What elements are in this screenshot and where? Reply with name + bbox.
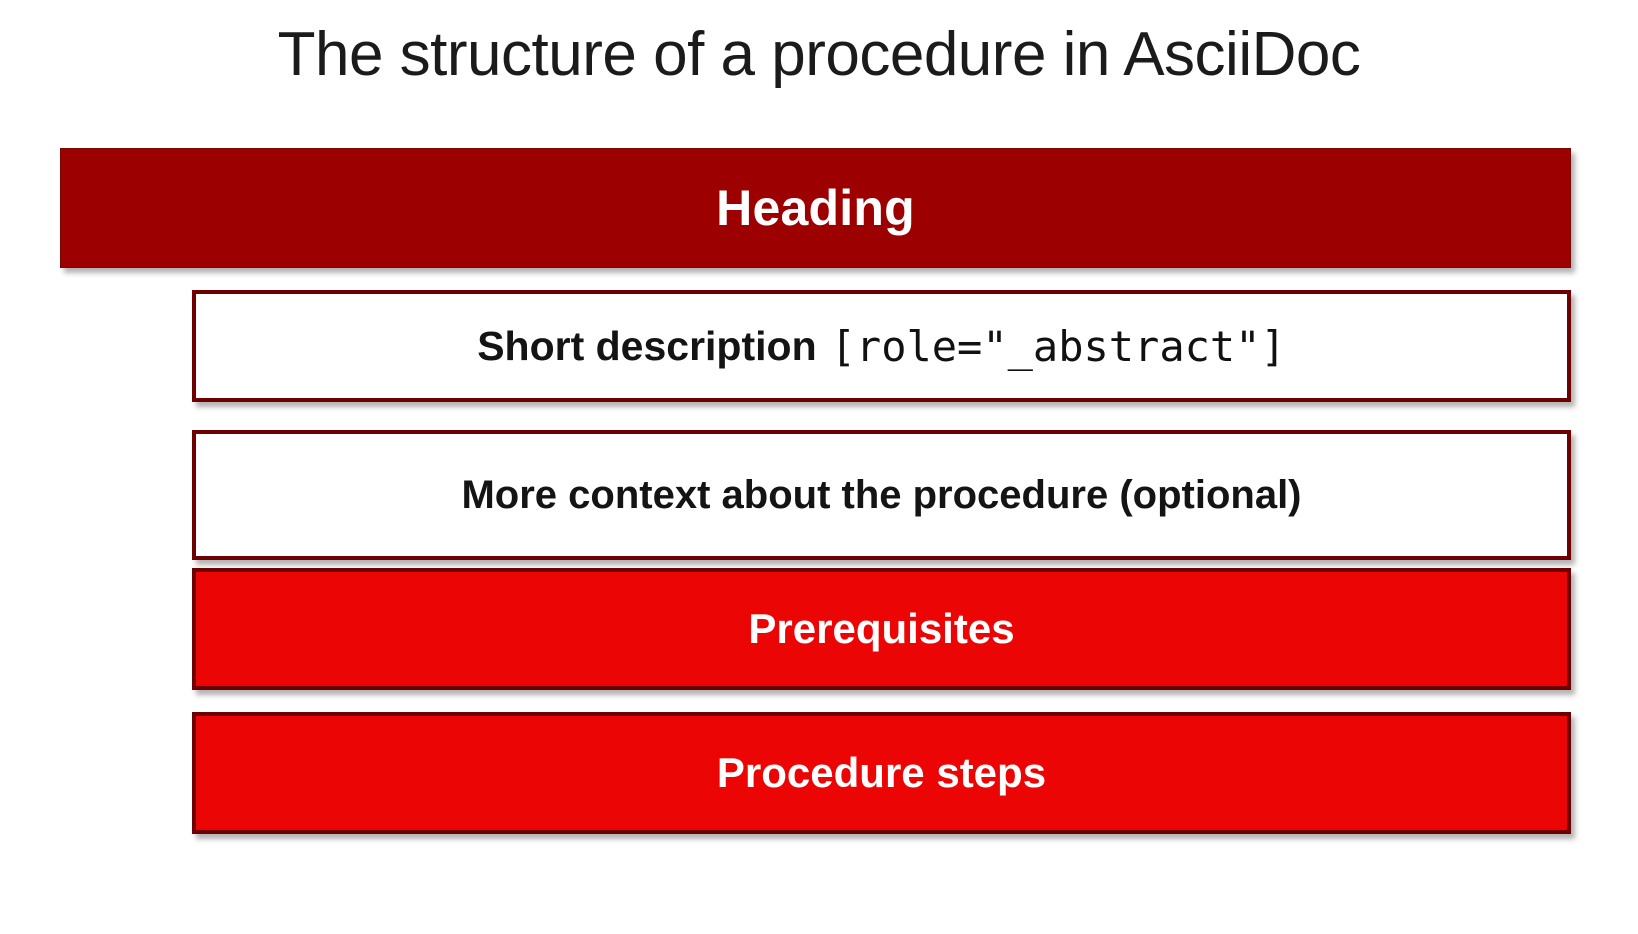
diagram-block-short-description-label: Short description	[477, 322, 817, 369]
diagram-block-more-context: More context about the procedure (option…	[192, 430, 1571, 560]
diagram-block-prerequisites-label: Prerequisites	[748, 605, 1015, 652]
diagram-block-heading-label: Heading	[716, 180, 915, 236]
diagram-block-short-description-attribute: [role="_abstract"]	[830, 321, 1286, 371]
page-title: The structure of a procedure in AsciiDoc	[277, 20, 1361, 89]
diagram-block-prerequisites: Prerequisites	[192, 568, 1571, 690]
diagram-block-more-context-label: More context about the procedure (option…	[461, 472, 1302, 517]
diagram-block-short-description: Short description [role="_abstract"]	[192, 290, 1571, 402]
diagram-block-heading: Heading	[60, 148, 1571, 268]
diagram-block-procedure-steps: Procedure steps	[192, 712, 1571, 834]
diagram-block-procedure-steps-label: Procedure steps	[716, 749, 1047, 796]
